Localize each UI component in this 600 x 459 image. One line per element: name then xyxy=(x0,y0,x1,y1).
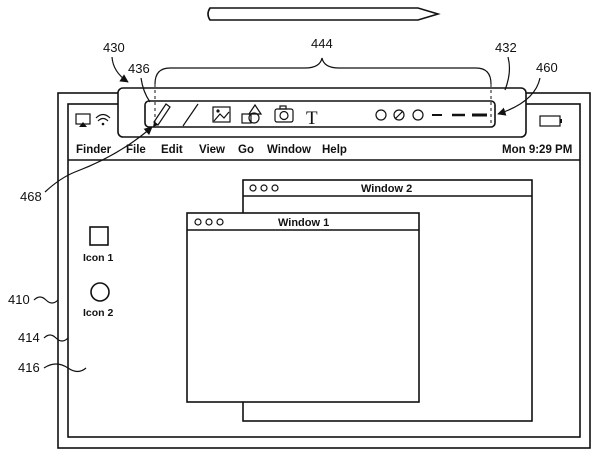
airplay-icon xyxy=(75,113,91,127)
ref-460: 460 xyxy=(536,60,558,75)
menu-clock: Mon 9:29 PM xyxy=(502,144,572,156)
desktop-icon-2-label[interactable]: Icon 2 xyxy=(83,307,114,319)
leader-460 xyxy=(497,77,541,116)
color-swatch-3[interactable] xyxy=(412,109,424,121)
ref-414: 414 xyxy=(18,330,40,345)
image-icon[interactable] xyxy=(212,106,231,123)
ref-468: 468 xyxy=(20,189,42,204)
leader-416 xyxy=(43,363,87,373)
window-2-close-button[interactable] xyxy=(249,184,257,192)
battery-icon xyxy=(539,115,562,127)
menu-edit[interactable]: Edit xyxy=(161,144,183,156)
leader-436 xyxy=(140,77,151,103)
window-2-zoom-button[interactable] xyxy=(271,184,279,192)
leader-410 xyxy=(33,296,59,304)
camera-icon[interactable] xyxy=(274,105,294,123)
window-2-title: Window 2 xyxy=(361,183,412,195)
leader-468 xyxy=(44,126,153,193)
wifi-icon xyxy=(95,113,111,126)
window-2-minimize-button[interactable] xyxy=(260,184,268,192)
menu-help[interactable]: Help xyxy=(322,144,347,156)
window-1[interactable] xyxy=(186,212,420,403)
menu-file[interactable]: File xyxy=(126,144,146,156)
color-swatch-2[interactable] xyxy=(393,109,405,121)
stylus-icon xyxy=(207,7,441,21)
ref-432: 432 xyxy=(495,40,517,55)
desktop-icon-2[interactable] xyxy=(90,282,110,302)
menu-view[interactable]: View xyxy=(199,144,225,156)
menu-go[interactable]: Go xyxy=(238,144,254,156)
ref-416: 416 xyxy=(18,360,40,375)
ref-410: 410 xyxy=(8,292,30,307)
leader-432 xyxy=(504,56,511,91)
pen-icon[interactable] xyxy=(182,103,199,127)
desktop-icon-1[interactable] xyxy=(89,226,109,246)
window-1-zoom-button[interactable] xyxy=(216,218,224,226)
ref-430: 430 xyxy=(103,40,125,55)
bracket-444 xyxy=(154,57,492,85)
drawing-toolbar xyxy=(117,87,527,138)
desktop-icon-1-label[interactable]: Icon 1 xyxy=(83,252,114,264)
ref-444: 444 xyxy=(311,36,333,51)
menu-finder[interactable]: Finder xyxy=(76,144,112,156)
menu-window[interactable]: Window xyxy=(267,144,311,156)
text-tool-icon[interactable]: T xyxy=(306,108,318,129)
pencil-icon[interactable] xyxy=(153,103,171,127)
window-1-minimize-button[interactable] xyxy=(205,218,213,226)
window-1-close-button[interactable] xyxy=(194,218,202,226)
window-1-title: Window 1 xyxy=(278,217,329,229)
leader-414 xyxy=(43,334,69,342)
leader-430 xyxy=(111,56,129,83)
drawing-toolbar-inner xyxy=(144,100,496,128)
color-swatch-1[interactable] xyxy=(375,109,387,121)
shapes-icon[interactable] xyxy=(241,103,263,124)
ref-436: 436 xyxy=(128,61,150,76)
svg-text:T: T xyxy=(306,108,318,129)
